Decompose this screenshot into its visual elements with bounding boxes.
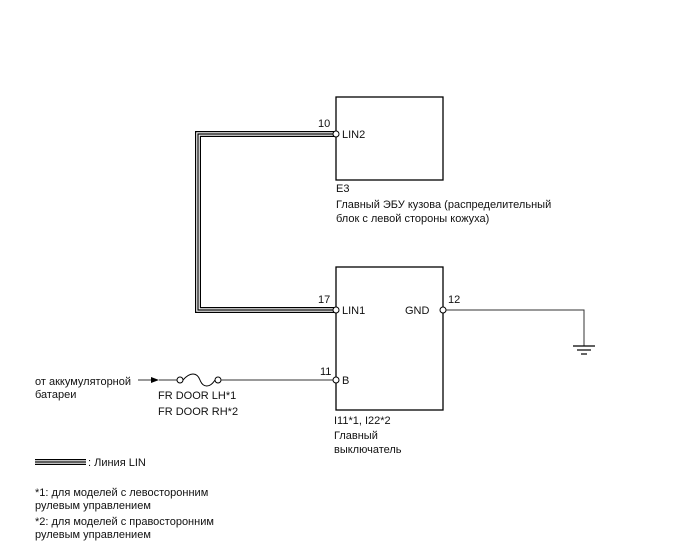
switch-pin-gnd	[439, 306, 447, 314]
switch-pin-b	[332, 376, 340, 384]
battery-label-line2: батареи	[35, 389, 76, 401]
switch-lin1-number: 17	[318, 294, 330, 306]
ecu-name-line2: блок с левой стороны кожуха)	[336, 213, 489, 225]
switch-connector: I11*1, I22*2	[334, 415, 391, 427]
switch-b-label: B	[342, 375, 349, 387]
switch-b-number: 11	[320, 366, 331, 378]
ecu-connector: E3	[336, 183, 349, 195]
switch-gnd-number: 12	[448, 294, 460, 306]
ecu-pin-lin2	[332, 130, 340, 138]
fuse-icon	[176, 373, 222, 387]
ecu-pin-label: LIN2	[342, 129, 365, 141]
fuse-label-rh: FR DOOR RH*2	[158, 406, 238, 418]
gnd-wire	[444, 309, 585, 346]
note1-line2: рулевым управлением	[35, 500, 151, 512]
lin-bus-wire	[195, 131, 334, 313]
ecu-box	[335, 96, 444, 181]
battery-label-line1: от аккумуляторной	[35, 376, 131, 388]
note1-line1: *1: для моделей с левосторонним	[35, 487, 208, 499]
ecu-pin-number: 10	[318, 118, 330, 130]
note2-line2: рулевым управлением	[35, 529, 151, 541]
switch-lin1-label: LIN1	[342, 305, 365, 317]
switch-pin-lin1	[332, 306, 340, 314]
switch-gnd-label: GND	[405, 305, 430, 317]
switch-name-line2: выключатель	[334, 444, 402, 456]
ecu-name-line1: Главный ЭБУ кузова (распределительный	[336, 199, 551, 211]
legend-lin-label: : Линия LIN	[88, 457, 146, 469]
ground-icon	[573, 345, 595, 355]
switch-name-line1: Главный	[334, 430, 378, 442]
fuse-label-lh: FR DOOR LH*1	[158, 390, 236, 402]
note2-line1: *2: для моделей с правосторонним	[35, 516, 214, 528]
arrow-icon	[151, 377, 159, 383]
switch-box	[335, 266, 444, 411]
